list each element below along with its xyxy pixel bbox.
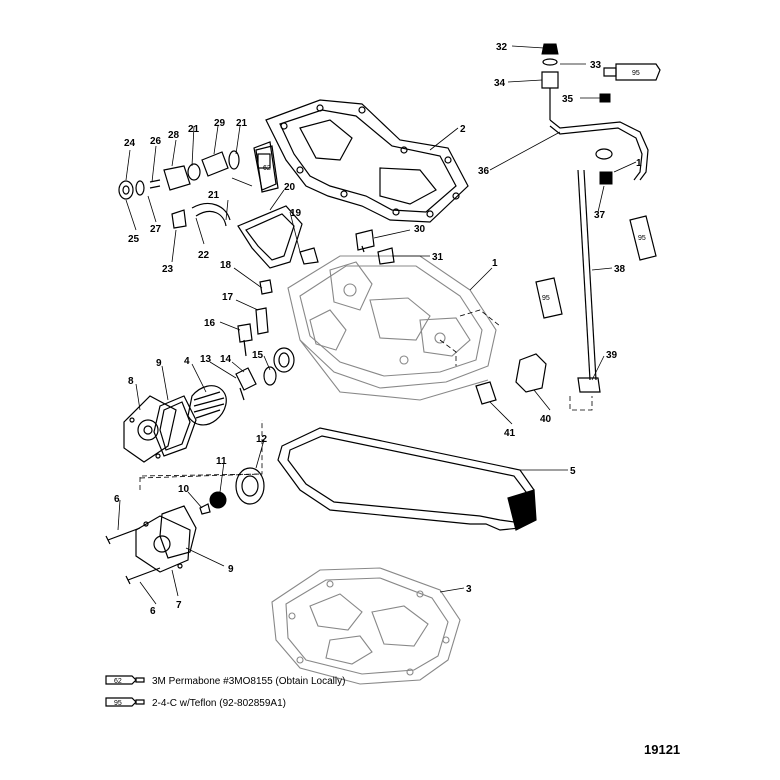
tube-95-icon: 95 [603, 63, 661, 81]
callout-20: 20 [284, 182, 296, 193]
callout-2: 2 [460, 124, 466, 135]
part-3-lower-gasket [271, 567, 461, 685]
callout-25: 25 [128, 234, 140, 245]
callout-41: 41 [504, 428, 516, 439]
callout-17: 17 [222, 292, 234, 303]
callout-9a: 9 [156, 358, 162, 369]
svg-text:95: 95 [638, 235, 646, 242]
callout-35: 35 [562, 94, 574, 105]
legend-text-62: 3M Permabone #3MO8155 (Obtain Locally) [152, 676, 345, 687]
callout-12: 12 [256, 434, 268, 445]
callout-11: 11 [216, 456, 227, 467]
callout-6b: 6 [150, 606, 156, 617]
callout-40: 40 [540, 414, 552, 425]
legend-item-95: 95 2-4-C w/Teflon (92-802859A1) [105, 697, 286, 709]
svg-text:95: 95 [114, 700, 122, 707]
callout-24: 24 [124, 138, 136, 149]
callout-13: 13 [200, 354, 212, 365]
callout-26: 26 [150, 136, 162, 147]
callout-6a: 6 [114, 494, 120, 505]
callout-18: 18 [220, 260, 232, 271]
part-5-seal-strip [277, 427, 537, 531]
callout-4: 4 [184, 356, 190, 367]
shift-rod-assembly [475, 43, 649, 411]
callout-23: 23 [162, 264, 174, 275]
callout-37: 37 [594, 210, 606, 221]
tube-62-icon: 62 [255, 145, 279, 193]
svg-text:95: 95 [632, 70, 640, 77]
callout-28: 28 [168, 130, 180, 141]
callout-5: 5 [570, 466, 576, 477]
svg-text:62: 62 [263, 165, 271, 172]
callout-30: 30 [414, 224, 426, 235]
callout-21c: 21 [208, 190, 220, 201]
callout-labels: 32 33 34 35 36 37 1 38 39 40 41 5 3 2 1 … [114, 42, 642, 617]
part-1-adaptor-plate [287, 255, 501, 401]
callout-7: 7 [176, 600, 182, 611]
callout-15: 15 [252, 350, 264, 361]
callout-1b: 1 [636, 158, 642, 169]
water-pump-group-lower [105, 467, 265, 585]
callout-1: 1 [492, 258, 498, 269]
callout-3: 3 [466, 584, 472, 595]
callout-29: 29 [214, 118, 226, 129]
callout-32: 32 [496, 42, 508, 53]
callout-38: 38 [614, 264, 626, 275]
fittings-group [171, 203, 319, 357]
svg-text:95: 95 [542, 295, 550, 302]
callout-31: 31 [432, 252, 444, 263]
hose-fitting-cluster [118, 141, 277, 200]
callout-9b: 9 [228, 564, 234, 575]
figure-number: 19121 [644, 742, 680, 757]
callout-39: 39 [606, 350, 618, 361]
tube-62-icon: 62 [105, 675, 145, 685]
callout-34: 34 [494, 78, 506, 89]
tube-95-icon: 95 [535, 277, 563, 319]
callout-33: 33 [590, 60, 602, 71]
callout-19: 19 [290, 208, 302, 219]
callout-14: 14 [220, 354, 232, 365]
callout-21b: 21 [188, 124, 200, 135]
screws-30-31 [355, 229, 395, 265]
callout-36: 36 [478, 166, 490, 177]
legend-item-62: 62 3M Permabone #3MO8155 (Obtain Locally… [105, 675, 345, 687]
legend-text-95: 2-4-C w/Teflon (92-802859A1) [152, 698, 286, 709]
callout-21a: 21 [236, 118, 248, 129]
part-2-upper-gasket [265, 99, 469, 223]
callout-22: 22 [198, 250, 210, 261]
callout-16: 16 [204, 318, 216, 329]
callout-27: 27 [150, 224, 162, 235]
leader-lines [117, 45, 637, 605]
callout-8: 8 [128, 376, 134, 387]
callout-10: 10 [178, 484, 190, 495]
water-pump-group-upper [123, 347, 295, 479]
svg-text:62: 62 [114, 678, 122, 685]
tube-95-icon: 95 [105, 697, 145, 707]
tube-95-icon: 95 [629, 215, 657, 261]
